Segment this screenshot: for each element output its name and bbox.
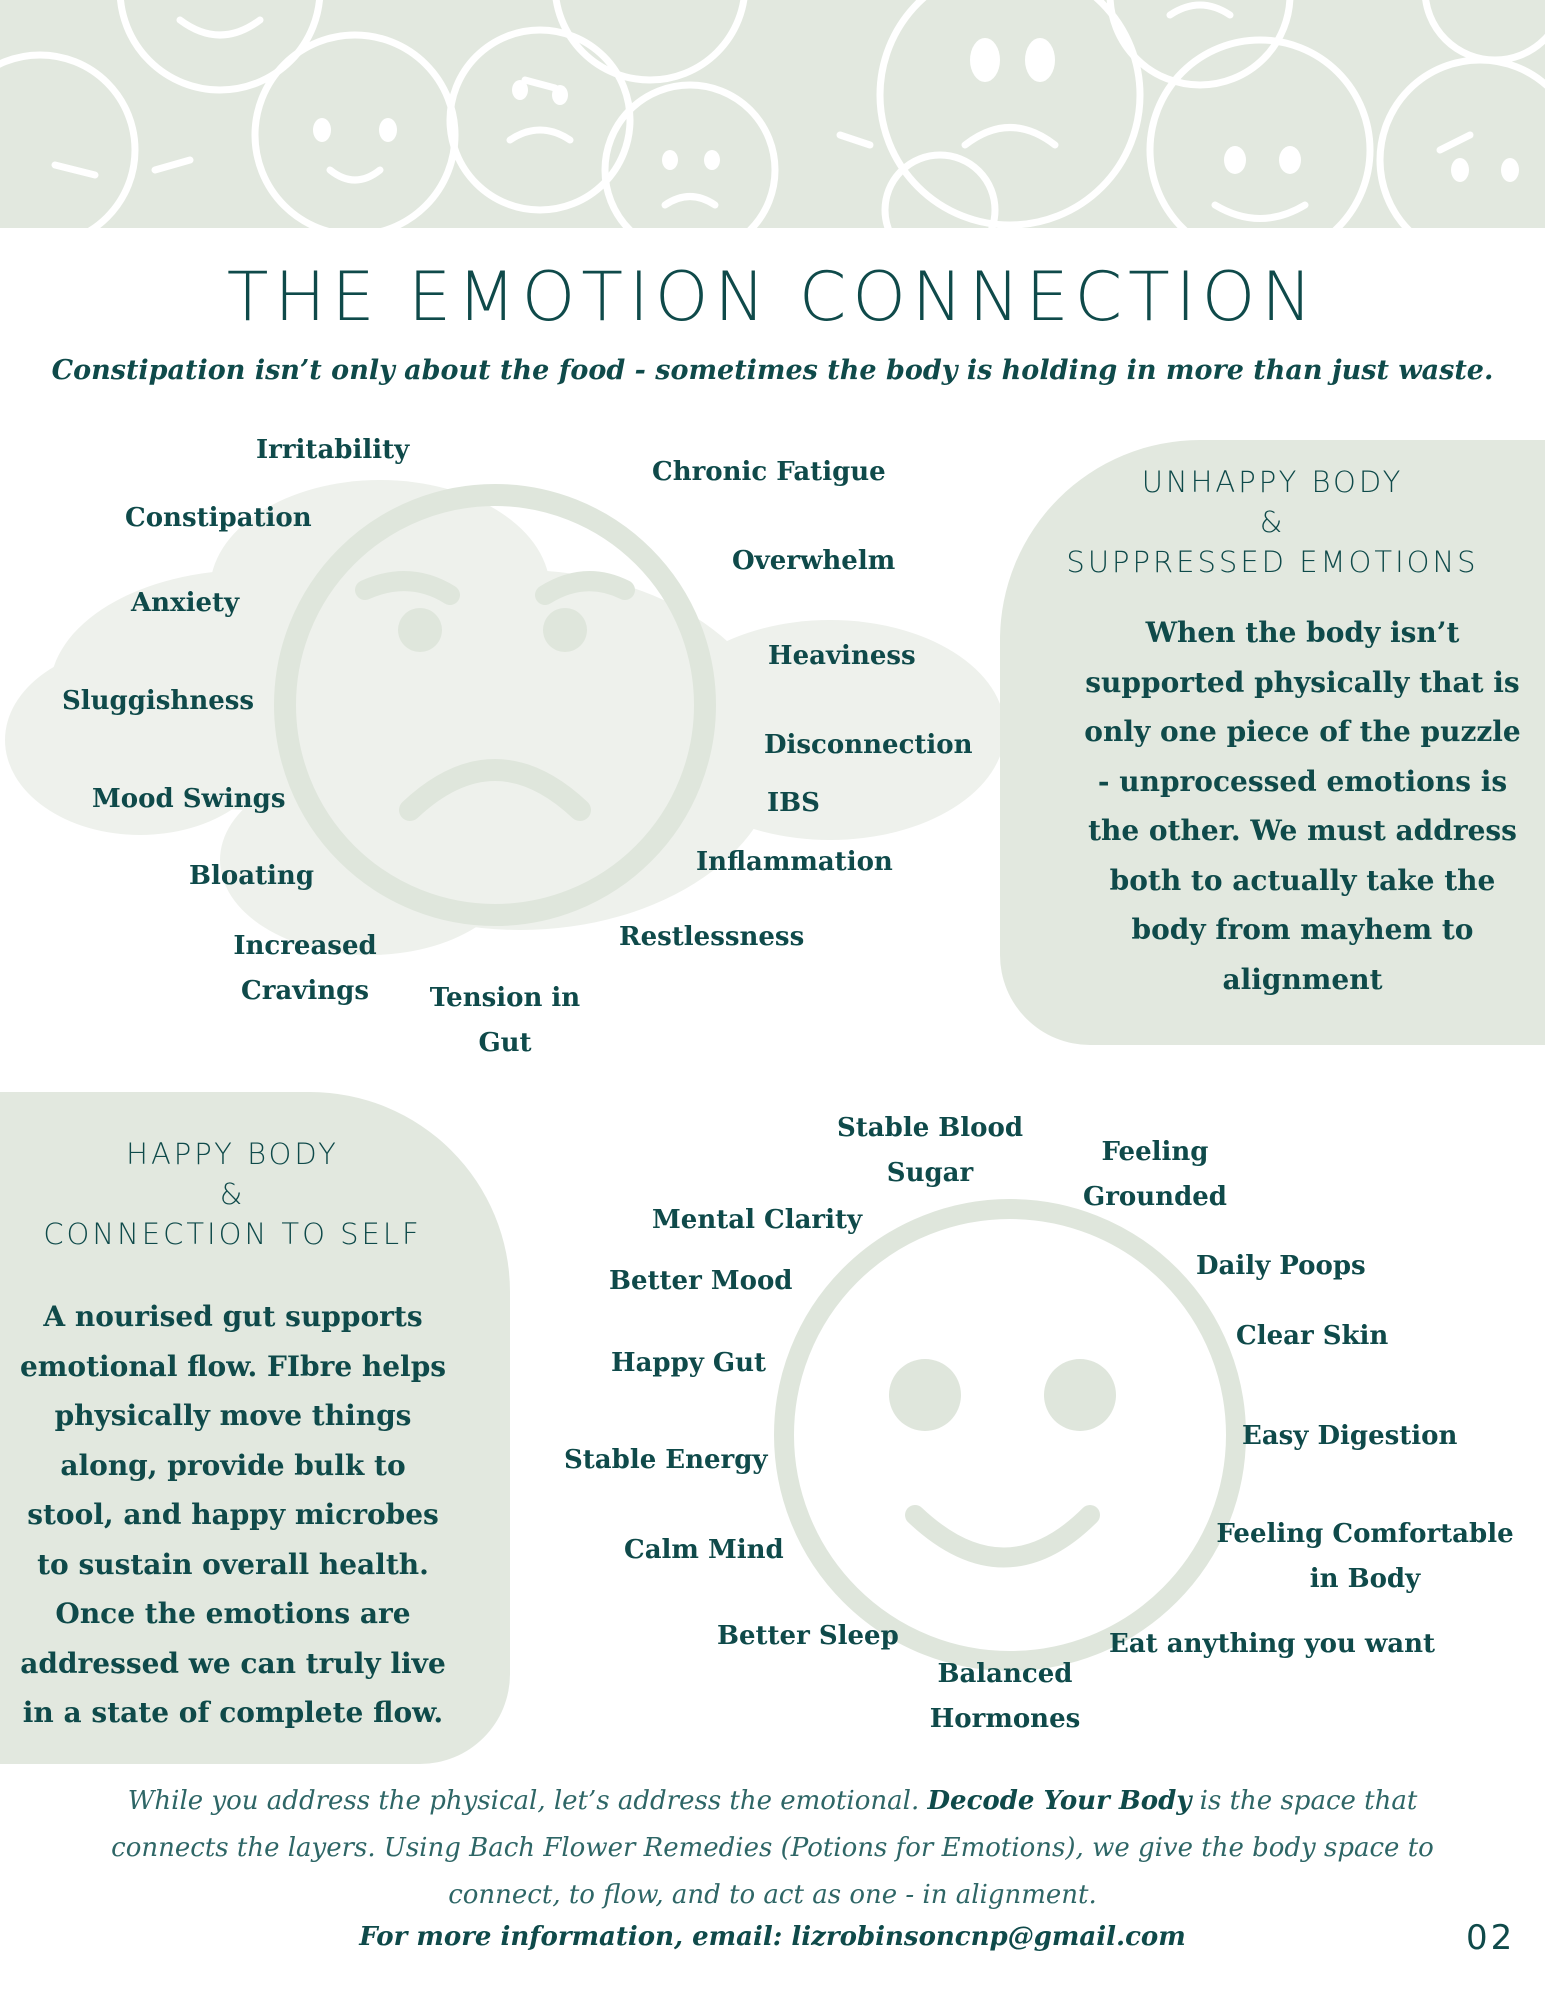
- footer-part: While you address the physical, let’s ad…: [127, 1786, 928, 1816]
- happy-word: Better Mood: [609, 1266, 793, 1296]
- happy-word: Clear Skin: [1236, 1321, 1389, 1351]
- unhappy-word: Mood Swings: [92, 784, 286, 814]
- happy-word: Stable Blood Sugar: [837, 1113, 1023, 1188]
- happy-word: Mental Clarity: [652, 1205, 863, 1235]
- unhappy-word: Anxiety: [131, 588, 240, 618]
- happy-word: Balanced Hormones: [929, 1659, 1081, 1734]
- heading-line: &: [1259, 505, 1286, 539]
- contact-email-line: For more information, email: lizrobinson…: [359, 1922, 1186, 1952]
- emoji-banner: [0, 0, 1545, 228]
- happy-panel-heading: HAPPY BODY & CONNECTION TO SELF: [0, 1134, 465, 1254]
- happy-word: Happy Gut: [611, 1348, 767, 1378]
- unhappy-word: Inflammation: [696, 847, 893, 877]
- unhappy-face-icon: [5, 480, 1005, 955]
- page-title: THE EMOTION CONNECTION: [226, 258, 1319, 337]
- page-subtitle: Constipation isn’t only about the food -…: [51, 355, 1494, 386]
- happy-word: Eat anything you want: [1109, 1629, 1436, 1659]
- unhappy-word: Chronic Fatigue: [652, 457, 886, 487]
- unhappy-word: IBS: [767, 788, 820, 818]
- unhappy-panel-body: When the body isn’t supported physically…: [1084, 616, 1521, 996]
- unhappy-word: Disconnection: [764, 730, 973, 760]
- happy-face-icon: [774, 1199, 1246, 1671]
- happy-word: Calm Mind: [624, 1535, 784, 1565]
- unhappy-word: Increased Cravings: [233, 931, 377, 1006]
- happy-word: Easy Digestion: [1242, 1421, 1458, 1451]
- unhappy-panel-heading: UNHAPPY BODY & SUPPRESSED EMOTIONS: [1000, 462, 1545, 582]
- heading-line: &: [219, 1177, 246, 1211]
- unhappy-word: Heaviness: [768, 641, 916, 671]
- heading-line: HAPPY BODY: [126, 1137, 339, 1171]
- happy-body-panel: HAPPY BODY & CONNECTION TO SELF A nouris…: [0, 1092, 510, 1764]
- unhappy-word: Bloating: [189, 861, 315, 891]
- page-number: 02: [1466, 1918, 1516, 1958]
- happy-word: Daily Poops: [1196, 1251, 1366, 1281]
- heading-line: UNHAPPY BODY: [1141, 465, 1404, 499]
- unhappy-body-panel: UNHAPPY BODY & SUPPRESSED EMOTIONS When …: [1000, 440, 1545, 1045]
- happy-word: Feeling Comfortable in Body: [1216, 1519, 1514, 1594]
- unhappy-word: Sluggishness: [62, 686, 255, 716]
- emoji-pattern-icon: [0, 0, 1545, 228]
- happy-panel-body: A nourised gut supports emotional flow. …: [19, 1300, 447, 1729]
- unhappy-word: Restlessness: [619, 922, 805, 952]
- brand-name: Decode Your Body: [927, 1786, 1192, 1816]
- happy-word: Feeling Grounded: [1083, 1137, 1227, 1212]
- heading-line: SUPPRESSED EMOTIONS: [1066, 545, 1479, 579]
- unhappy-word: Irritability: [256, 435, 410, 465]
- happy-word: Stable Energy: [564, 1445, 768, 1475]
- unhappy-word: Tension in Gut: [429, 983, 581, 1058]
- footer-part: is the space that connects the layers. U…: [111, 1786, 1434, 1910]
- footer-text: While you address the physical, let’s ad…: [90, 1778, 1455, 1919]
- unhappy-word: Overwhelm: [732, 546, 896, 576]
- unhappy-word: Constipation: [125, 503, 312, 533]
- heading-line: CONNECTION TO SELF: [43, 1217, 422, 1251]
- happy-word: Better Sleep: [717, 1621, 899, 1651]
